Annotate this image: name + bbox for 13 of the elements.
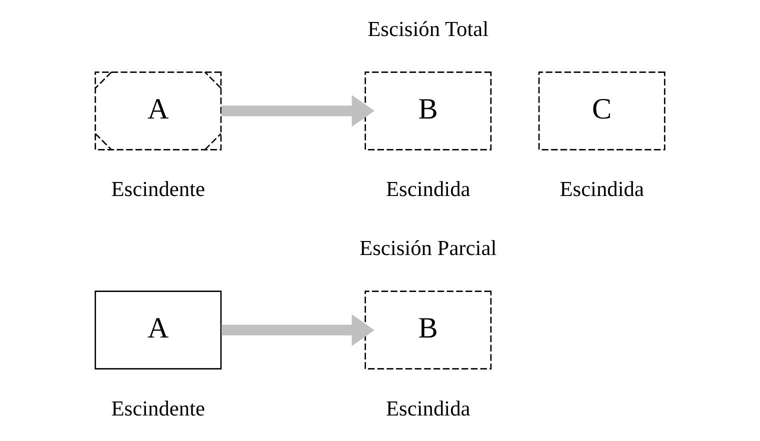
node-label: Escindida xyxy=(386,177,470,202)
arrow xyxy=(221,95,374,127)
node-label: Escindida xyxy=(560,177,644,202)
node-box: A xyxy=(94,290,222,370)
arrow xyxy=(221,314,374,346)
node-label: Escindente xyxy=(111,396,206,420)
node-label: Escindente xyxy=(111,177,206,202)
node-box: B xyxy=(364,72,492,150)
node-box: C xyxy=(538,72,666,150)
label: Escisión Parcial xyxy=(360,236,497,260)
label: Escisión Total xyxy=(368,16,489,41)
node-box: B xyxy=(364,290,492,370)
node-label: Escindida xyxy=(386,396,470,420)
